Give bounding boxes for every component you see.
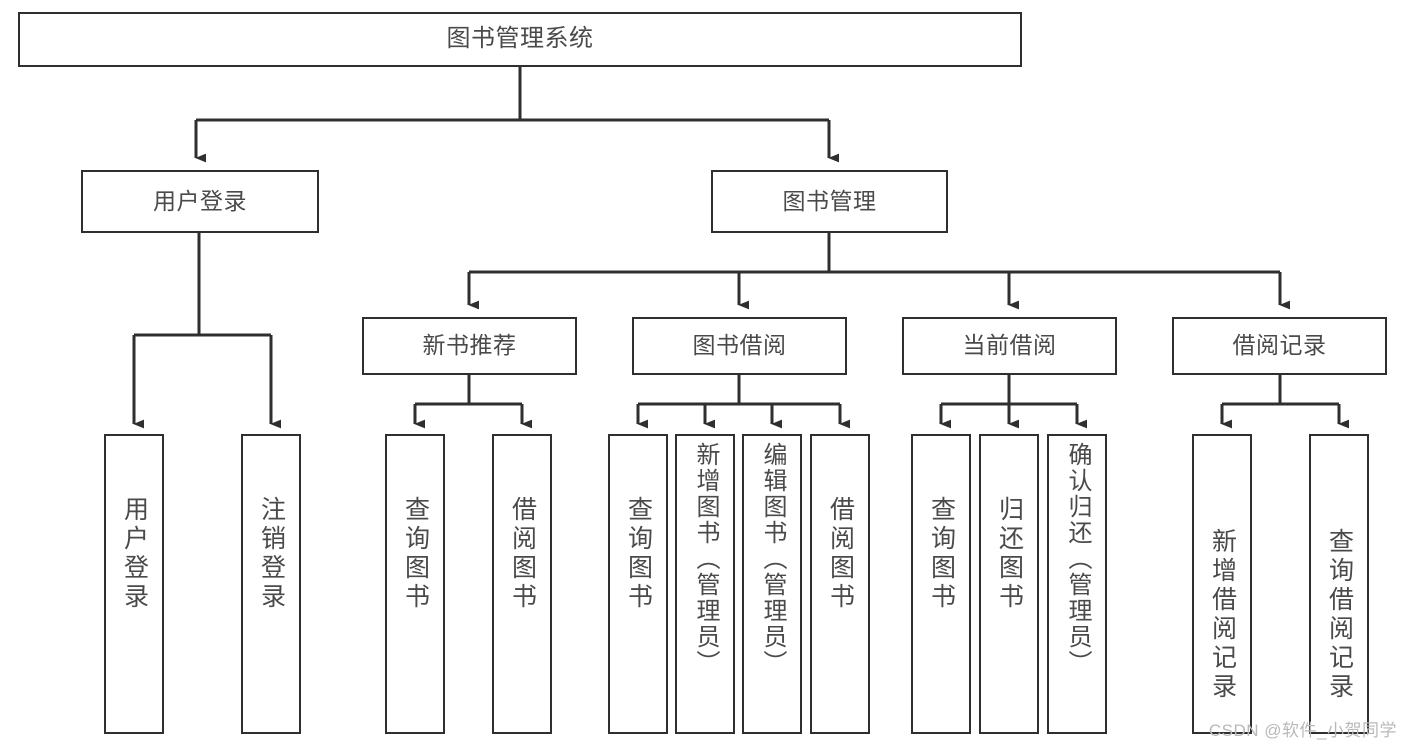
node-leaf-query-record-label: 查询借阅记录 (1325, 528, 1354, 702)
node-leaf-query-book-1[interactable]: 查询图书 (385, 434, 445, 734)
node-leaf-borrow-book-2[interactable]: 借阅图书 (810, 434, 870, 734)
node-leaf-query-book-2-label: 查询图书 (624, 496, 653, 612)
node-leaf-add-record-label: 新增借阅记录 (1208, 528, 1237, 702)
node-book-borrow-label: 图书借阅 (692, 332, 787, 359)
node-leaf-return-book-label: 归还图书 (995, 496, 1024, 612)
node-leaf-logout[interactable]: 注销登录 (241, 434, 301, 734)
node-new-book-rec-label: 新书推荐 (422, 332, 517, 359)
node-leaf-user-login[interactable]: 用户登录 (104, 434, 164, 734)
node-leaf-confirm-return-label: 确认归还（管理员） (1064, 442, 1091, 676)
node-leaf-user-login-label: 用户登录 (120, 496, 149, 612)
node-leaf-add-record[interactable]: 新增借阅记录 (1192, 434, 1252, 734)
node-borrow-record-label: 借阅记录 (1232, 332, 1327, 359)
node-current-borrow[interactable]: 当前借阅 (902, 317, 1117, 375)
node-book-borrow[interactable]: 图书借阅 (632, 317, 847, 375)
node-root[interactable]: 图书管理系统 (18, 12, 1022, 67)
node-leaf-query-book-3[interactable]: 查询图书 (911, 434, 971, 734)
node-leaf-return-book[interactable]: 归还图书 (979, 434, 1039, 734)
node-leaf-query-book-3-label: 查询图书 (927, 496, 956, 612)
node-leaf-query-book-2[interactable]: 查询图书 (608, 434, 668, 734)
node-leaf-add-book[interactable]: 新增图书（管理员） (675, 434, 735, 734)
node-new-book-rec[interactable]: 新书推荐 (362, 317, 577, 375)
node-leaf-borrow-book-1-label: 借阅图书 (508, 496, 537, 612)
node-leaf-borrow-book-2-label: 借阅图书 (826, 496, 855, 612)
node-user-login-label: 用户登录 (153, 187, 247, 214)
node-book-manage-label: 图书管理 (782, 187, 877, 214)
node-borrow-record[interactable]: 借阅记录 (1172, 317, 1387, 375)
node-user-login[interactable]: 用户登录 (81, 170, 319, 233)
node-current-borrow-label: 当前借阅 (962, 332, 1057, 359)
node-leaf-query-record[interactable]: 查询借阅记录 (1309, 434, 1369, 734)
node-leaf-query-book-1-label: 查询图书 (401, 496, 430, 612)
node-book-manage[interactable]: 图书管理 (711, 170, 948, 233)
node-leaf-add-book-label: 新增图书（管理员） (692, 442, 719, 676)
node-leaf-edit-book-label: 编辑图书（管理员） (759, 442, 786, 676)
node-leaf-borrow-book-1[interactable]: 借阅图书 (492, 434, 552, 734)
node-leaf-logout-label: 注销登录 (257, 496, 286, 612)
node-root-label: 图书管理系统 (446, 25, 594, 53)
node-leaf-edit-book[interactable]: 编辑图书（管理员） (742, 434, 802, 734)
csdn-watermark: CSDN @软件_小贺同学 (1208, 721, 1397, 740)
node-leaf-confirm-return[interactable]: 确认归还（管理员） (1047, 434, 1107, 734)
